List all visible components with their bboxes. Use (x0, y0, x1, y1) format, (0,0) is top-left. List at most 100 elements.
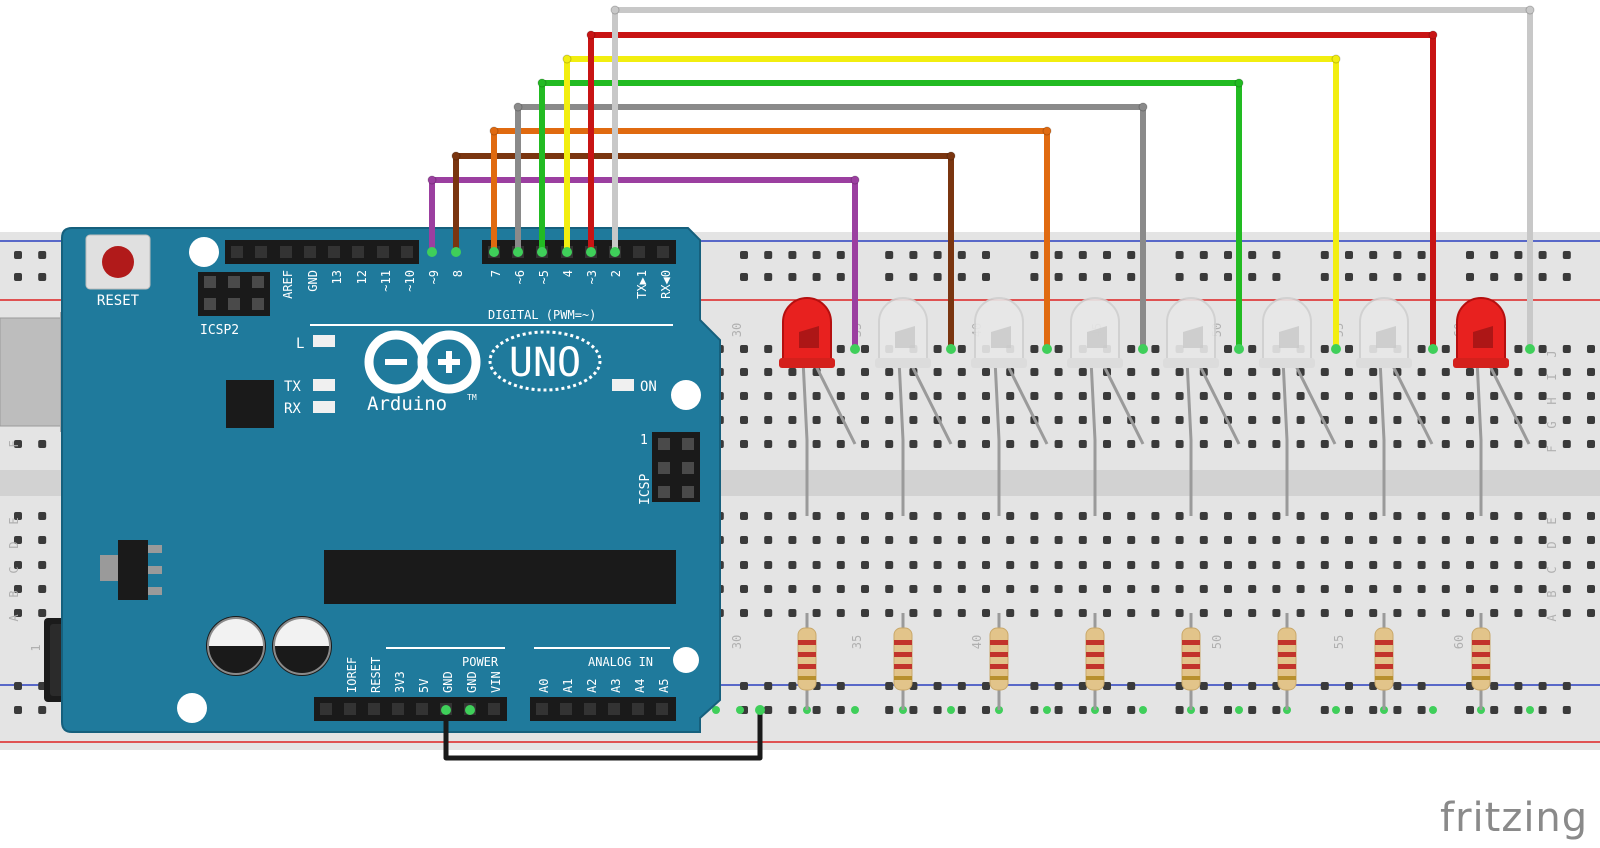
breadboard-hole (788, 706, 797, 714)
breadboard-hole (1345, 345, 1353, 353)
wire-bend (946, 151, 956, 161)
breadboard-hole (957, 706, 966, 714)
breadboard-hole (788, 536, 797, 544)
breadboard-hole (1466, 440, 1474, 448)
breadboard-hole (1514, 682, 1523, 690)
breadboard-hole (885, 682, 894, 690)
breadboard-hole (1151, 368, 1160, 376)
breadboard-hole (812, 536, 821, 544)
breadboard-hole (1006, 512, 1015, 520)
breadboard-hole (1248, 609, 1257, 617)
breadboard-hole (1417, 609, 1426, 617)
header-pin (280, 246, 292, 258)
breadboard-hole (1030, 273, 1039, 281)
breadboard-hole (1078, 682, 1087, 690)
breadboard-hole (1441, 536, 1450, 544)
breadboard-hole (1224, 392, 1232, 400)
breadboard-hole (1054, 368, 1063, 376)
breadboard-hole (1393, 585, 1402, 593)
breadboard-hole (1248, 585, 1257, 593)
breadboard-hole (740, 609, 748, 617)
breadboard-hole (885, 416, 894, 424)
breadboard-hole (1441, 440, 1450, 448)
breadboard-hole (957, 440, 966, 448)
rail-hole-connected (1526, 706, 1534, 714)
wire-bend (537, 78, 547, 88)
analog-header (530, 697, 676, 721)
breadboard-hole (14, 561, 22, 569)
breadboard-hole (1320, 561, 1329, 569)
led-rx (313, 401, 335, 413)
breadboard-hole (1393, 251, 1402, 259)
led-leg-anode (1291, 359, 1337, 445)
breadboard-hole (861, 561, 869, 569)
wire-end (562, 247, 572, 257)
breadboard-hole (14, 682, 22, 690)
wire-end (1331, 344, 1341, 354)
mcu-chip-small (226, 380, 274, 428)
wire-end (586, 247, 596, 257)
wire-end (489, 247, 499, 257)
reset-button-cap[interactable] (102, 246, 134, 278)
breadboard-hole (1562, 368, 1571, 376)
breadboard-hole (933, 440, 942, 448)
resistor-band (1182, 652, 1200, 657)
analog-label: ANALOG IN (588, 655, 653, 669)
breadboard-hole (1393, 440, 1402, 448)
breadboard-hole (1587, 392, 1595, 400)
breadboard-hole (740, 251, 748, 259)
breadboard-hole (1466, 512, 1474, 520)
icsp2-pin (228, 298, 240, 310)
breadboard-hole (1466, 416, 1474, 424)
header-pin (231, 246, 243, 258)
led-l (313, 335, 335, 347)
breadboard-hole (1490, 416, 1499, 424)
breadboard-hole (1441, 345, 1450, 353)
row-label: B (7, 590, 21, 597)
breadboard-hole (1490, 512, 1499, 520)
row-label: E (1545, 517, 1559, 524)
breadboard-hole (38, 536, 47, 544)
wire-end (1138, 344, 1148, 354)
resistor-band (1472, 652, 1490, 657)
wire-end (513, 247, 523, 257)
breadboard-hole (1538, 561, 1547, 569)
resistor-body (1374, 627, 1394, 691)
breadboard-hole (1514, 368, 1523, 376)
jumper-wire (610, 5, 1535, 354)
breadboard-hole (1296, 536, 1305, 544)
breadboard-hole (1562, 561, 1571, 569)
breadboard-hole (1054, 706, 1063, 714)
breadboard-hole (1369, 416, 1378, 424)
breadboard-hole (812, 706, 821, 714)
breadboard-hole (1054, 345, 1063, 353)
rail-hole-connected (736, 706, 744, 714)
breadboard-hole (1466, 251, 1474, 259)
resistor-band (990, 676, 1008, 680)
breadboard-hole (1490, 609, 1499, 617)
breadboard-hole (1587, 345, 1595, 353)
power-header (314, 697, 507, 721)
breadboard-hole (1006, 561, 1015, 569)
jumper-wire (562, 54, 1341, 354)
jumper-wire (451, 151, 956, 354)
breadboard-hole (14, 273, 22, 281)
breadboard-hole (1417, 392, 1426, 400)
breadboard-hole (1490, 536, 1499, 544)
digital-pin-label: ~9 (427, 270, 441, 284)
breadboard-hole (1103, 561, 1111, 569)
breadboard-hole (1006, 585, 1015, 593)
breadboard-hole (1078, 392, 1087, 400)
resistor-band (894, 676, 912, 680)
breadboard-hole (1417, 536, 1426, 544)
resistor-band (1472, 640, 1490, 645)
breadboard-hole (1320, 440, 1329, 448)
icsp2-label: ICSP2 (200, 323, 239, 338)
breadboard-hole (14, 440, 22, 448)
digital-header-left (225, 240, 419, 264)
led (1067, 297, 1145, 516)
voltage-regulator (118, 540, 148, 600)
breadboard-hole (1296, 512, 1305, 520)
breadboard-hole (1127, 682, 1136, 690)
